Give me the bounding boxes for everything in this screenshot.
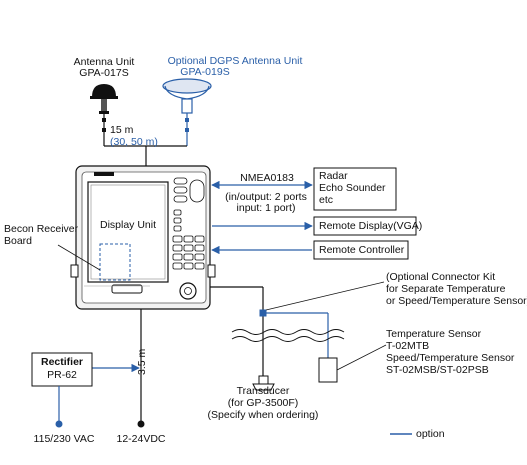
keypad-key	[173, 217, 182, 224]
keypad-key	[194, 235, 205, 243]
ac-power-label: 115/230 VAC	[33, 433, 95, 445]
antenna-unit-title: Antenna Unit	[73, 56, 135, 68]
keypad-key	[173, 177, 188, 185]
keypad-key	[172, 244, 183, 252]
transducer-line3: (Specify when ordering)	[207, 409, 319, 421]
radar-box	[313, 167, 397, 211]
remote-controller-label: Remote Controller	[319, 244, 405, 256]
connector-kit-line1: (Optional Connector Kit	[386, 271, 496, 283]
keypad-key	[172, 253, 183, 261]
sensor-leader	[336, 344, 387, 371]
keypad-key	[183, 244, 194, 252]
nmea-title: NMEA0183	[240, 172, 294, 184]
rectifier-model: PR-62	[47, 369, 77, 381]
antenna-connector-icon	[102, 118, 106, 122]
keypad-key	[194, 244, 205, 252]
temp-sensor-line3: Speed/Temperature Sensor	[386, 352, 515, 364]
beacon-board-label-line1: Becon Receiver	[4, 223, 79, 235]
echo-sounder-label: Echo Sounder	[319, 182, 386, 194]
dc-power-label: 12-24VDC	[116, 433, 166, 445]
legend-option-label: option	[416, 428, 445, 440]
antenna-cable-length: 15 m	[110, 124, 134, 136]
temp-sensor-line2: T-02MTB	[386, 340, 430, 352]
display-unit-icon	[70, 165, 216, 310]
connector-kit-icon	[259, 309, 267, 317]
beacon-leader-line	[57, 244, 101, 271]
dgps-antenna-model: GPA-019S	[180, 66, 230, 78]
keypad-key	[183, 262, 194, 270]
beacon-board-outline	[99, 243, 131, 281]
remote-controller-box	[313, 240, 409, 260]
dc-terminal-icon	[137, 420, 145, 428]
keypad-icon	[172, 177, 205, 270]
keypad-key	[183, 235, 194, 243]
keypad-key	[173, 209, 182, 216]
keypad-key	[172, 262, 183, 270]
water-wave	[231, 336, 345, 342]
antenna-unit-model: GPA-017S	[79, 67, 129, 79]
transducer-line1: Transducer	[236, 385, 290, 397]
radar-label: Radar	[319, 170, 348, 182]
keypad-key	[173, 195, 188, 203]
temp-sensor-line4: ST-02MSB/ST-02PSB	[386, 364, 489, 376]
rectifier-title: Rectifier	[40, 356, 83, 368]
connector-kit-leader	[265, 281, 385, 311]
beacon-board-label-line2: Board	[4, 235, 33, 247]
temperature-sensor-icon	[318, 357, 338, 383]
remote-display-box	[313, 216, 417, 236]
antenna-connector-icon	[102, 128, 106, 132]
keypad-key	[194, 253, 205, 261]
nmea-line2: input: 1 port)	[236, 202, 296, 214]
remote-display-label: Remote Display(VGA)	[319, 220, 423, 232]
water-wave	[231, 329, 345, 335]
dgps-connector-icon	[185, 118, 189, 122]
ac-terminal-icon	[55, 420, 63, 428]
connector-kit-line2: for Separate Temperature	[386, 283, 506, 295]
display-unit-label: Display Unit	[99, 219, 157, 231]
keypad-key	[172, 235, 183, 243]
temp-sensor-line1: Temperature Sensor	[386, 328, 482, 340]
keypad-key	[173, 225, 182, 232]
keypad-key	[189, 179, 205, 203]
antenna-unit-icon	[90, 84, 118, 114]
keypad-key	[173, 186, 188, 194]
connector-kit-line3: or Speed/Temperature Sensor)	[386, 295, 527, 307]
keypad-key	[183, 253, 194, 261]
antenna-cable-options: (30, 50 m)	[110, 136, 158, 148]
transducer-line2: (for GP-3500F)	[227, 397, 299, 409]
nmea-line1: (in/output: 2 ports	[225, 191, 307, 203]
dgps-connector-icon	[185, 128, 189, 132]
rectifier-box	[31, 352, 93, 387]
dgps-antenna-icon	[162, 78, 212, 114]
etc-label: etc	[319, 194, 334, 206]
transducer-icon	[252, 375, 275, 391]
power-cable-length: 3.5 m	[136, 348, 148, 375]
keypad-key	[194, 262, 205, 270]
dgps-antenna-title: Optional DGPS Antenna Unit	[167, 55, 303, 67]
